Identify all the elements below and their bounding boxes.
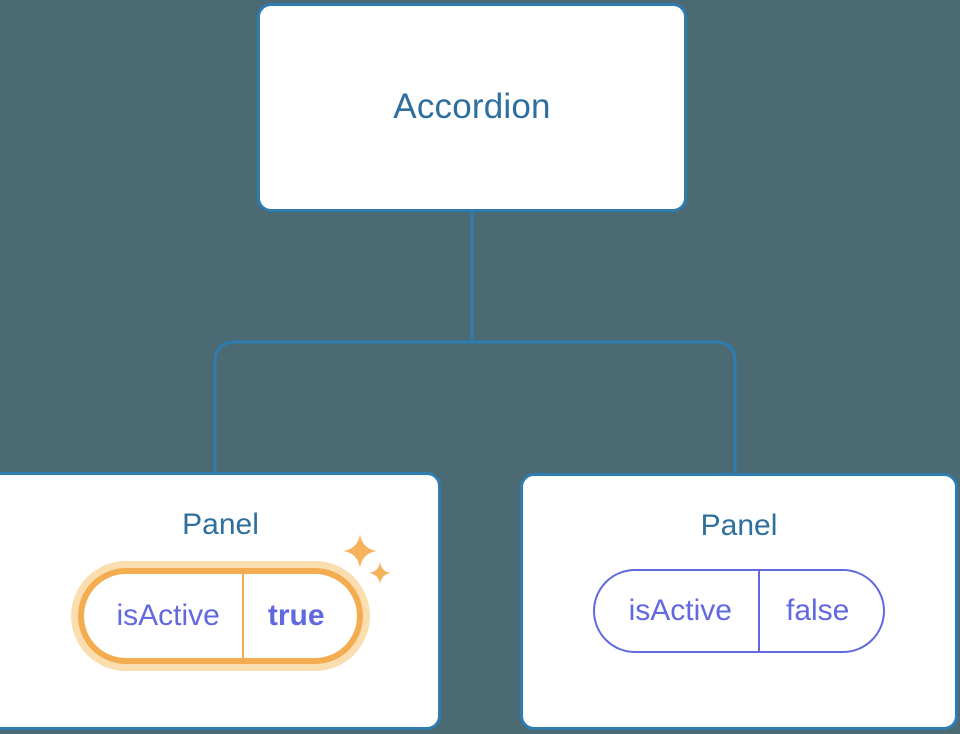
node-panel-active-title: Panel [182, 508, 259, 541]
node-panel-inactive[interactable]: Panel isActive false [520, 473, 958, 730]
sparkle-icon-small [368, 562, 391, 584]
connector-branch-left [213, 340, 472, 472]
prop-pill-inactive-wrapper: isActive false [592, 569, 886, 653]
prop-pill-active[interactable]: isActive true [78, 568, 363, 664]
prop-pill-inactive-key: isActive [628, 594, 732, 627]
prop-pill-active-value: true [241, 574, 357, 658]
node-accordion[interactable]: Accordion [257, 3, 687, 212]
node-panel-active[interactable]: Panel isActive true [0, 472, 441, 730]
prop-pill-inactive-value: false [757, 571, 883, 651]
connector-branch-right [472, 340, 737, 473]
prop-pill-active-wrapper: isActive true [78, 534, 391, 664]
sparkle-icon-large [342, 534, 377, 568]
prop-pill-inactive[interactable]: isActive false [592, 569, 886, 653]
node-panel-inactive-title: Panel [700, 509, 778, 542]
prop-pill-active-key: isActive [116, 599, 220, 632]
node-accordion-title: Accordion [393, 87, 551, 127]
